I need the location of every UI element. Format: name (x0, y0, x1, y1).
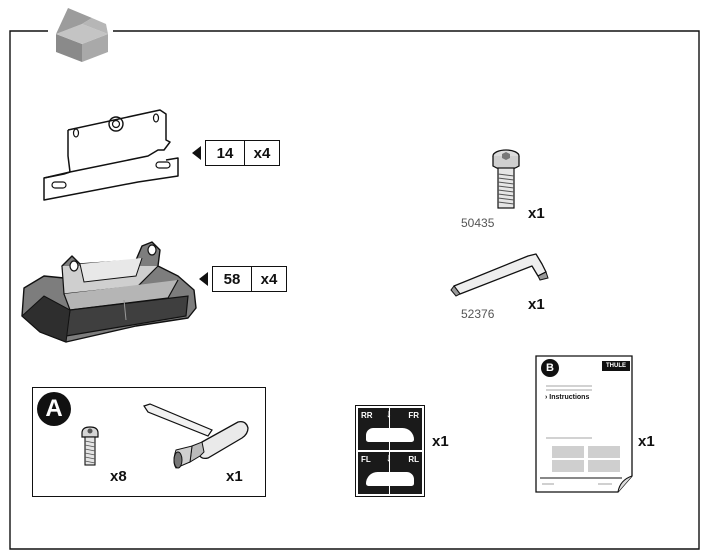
bolt-part-number: 50435 (461, 216, 495, 230)
pointer-triangle-icon (199, 272, 208, 286)
bracket-qty: x4 (253, 144, 271, 162)
divider-line (389, 452, 390, 494)
down-arrow-icon: ↓ (386, 408, 392, 420)
sticker-code-fl: FL (361, 455, 371, 464)
down-arrow-icon: ↓ (386, 452, 392, 464)
screws-qty: x8 (110, 468, 127, 485)
t-handle-wrench-illustration (143, 403, 249, 469)
foot-pad-qty: x4 (260, 270, 278, 288)
sticker-code-fr: FR (408, 411, 419, 420)
pointer-triangle-icon (192, 146, 201, 160)
sticker-code-rr: RR (361, 411, 373, 420)
bracket-ref-tag: 14 x4 (205, 140, 280, 166)
manual-heading-text: Instructions (549, 394, 590, 401)
hex-key-qty: x1 (528, 296, 545, 313)
hex-key-illustration (450, 253, 549, 297)
manual-page-outline (535, 355, 633, 493)
foot-pad-ref-tag: 58 x4 (212, 266, 287, 292)
mounting-bracket-illustration (43, 109, 179, 201)
package-box-icon (56, 8, 108, 62)
brand-logo: THULE (602, 361, 630, 371)
screw-illustration (81, 426, 99, 466)
stickers-qty: x1 (432, 433, 449, 450)
car-outline-icon (366, 472, 414, 486)
sticker-front-left: FL RL ↓ (358, 452, 422, 494)
bracket-ref: 14 (206, 141, 245, 165)
manual-label: B (546, 362, 554, 374)
bolt-qty: x1 (528, 205, 545, 222)
sticker-rear-right: RR FR ↓ (358, 408, 422, 450)
brand-logo-text: THULE (606, 363, 626, 369)
foot-pad-ref: 58 (213, 267, 252, 291)
manual-badge: B (541, 359, 559, 377)
hex-key-part-number: 52376 (461, 307, 495, 321)
kit-a-badge: A (37, 392, 71, 426)
divider-line (389, 408, 390, 450)
kit-a-label: A (45, 395, 63, 422)
sticker-code-rl: RL (408, 455, 419, 464)
bolt-illustration (492, 149, 520, 209)
manual-qty: x1 (638, 433, 655, 450)
wrench-qty: x1 (226, 468, 243, 485)
foot-pad-illustration (21, 241, 197, 343)
car-outline-icon (366, 428, 414, 442)
manual-heading: › Instructions (545, 394, 589, 401)
kit-a-box (32, 387, 266, 497)
sticker-sheet: RR FR ↓ FL RL ↓ (355, 405, 425, 497)
chevron-right-icon: › (545, 394, 548, 401)
